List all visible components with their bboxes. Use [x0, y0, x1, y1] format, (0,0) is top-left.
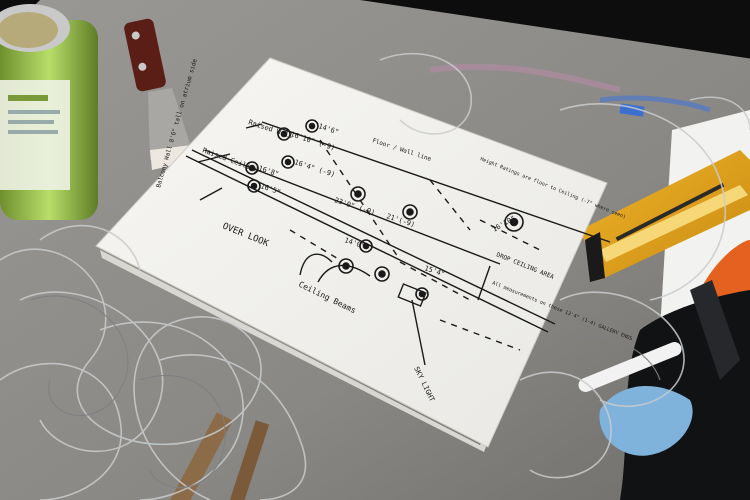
ceiling-beams-arrow: [317, 264, 371, 283]
wooden-stick: [165, 412, 233, 500]
fixture-marker: [374, 266, 390, 282]
wooden-stick: [224, 420, 270, 500]
fixture-marker: [350, 186, 366, 202]
sketch-drawing: [185, 121, 611, 366]
drop-ceiling-arrow: [477, 265, 491, 301]
ceiling-beams-arrow: [299, 253, 333, 276]
fixture-markers: [245, 119, 524, 301]
fixture-marker: [338, 258, 354, 274]
dashed-guide: [429, 179, 471, 231]
dashed-guide: [289, 229, 341, 261]
paint-can: [0, 4, 98, 220]
fixture-marker: [359, 239, 373, 253]
fixture-marker: [281, 155, 295, 169]
fixture-marker: [245, 161, 259, 175]
fixture-marker: [504, 212, 524, 232]
pointer-arrow: [197, 153, 231, 163]
tangled-wire-dark: [29, 295, 661, 489]
pointer-arrow: [245, 123, 263, 129]
raised-wall-line: [261, 121, 611, 243]
tangled-wire: [0, 52, 750, 500]
fixture-marker: [277, 127, 291, 141]
fixture-marker: [402, 204, 418, 220]
white-tube: [578, 342, 682, 392]
balcony-wall-line: [191, 149, 556, 325]
pointer-arrow: [199, 187, 223, 201]
tape-measure: [580, 150, 750, 282]
fixture-marker: [415, 287, 429, 301]
fixture-marker: [305, 119, 319, 133]
black-bag-strap: [690, 280, 740, 380]
dashed-guide: [439, 319, 521, 351]
dashed-guide: [399, 261, 471, 301]
blue-glove: [599, 386, 693, 456]
fixture-marker: [247, 179, 261, 193]
paint-streak: [599, 95, 711, 113]
sky-light-arrow: [411, 299, 426, 366]
